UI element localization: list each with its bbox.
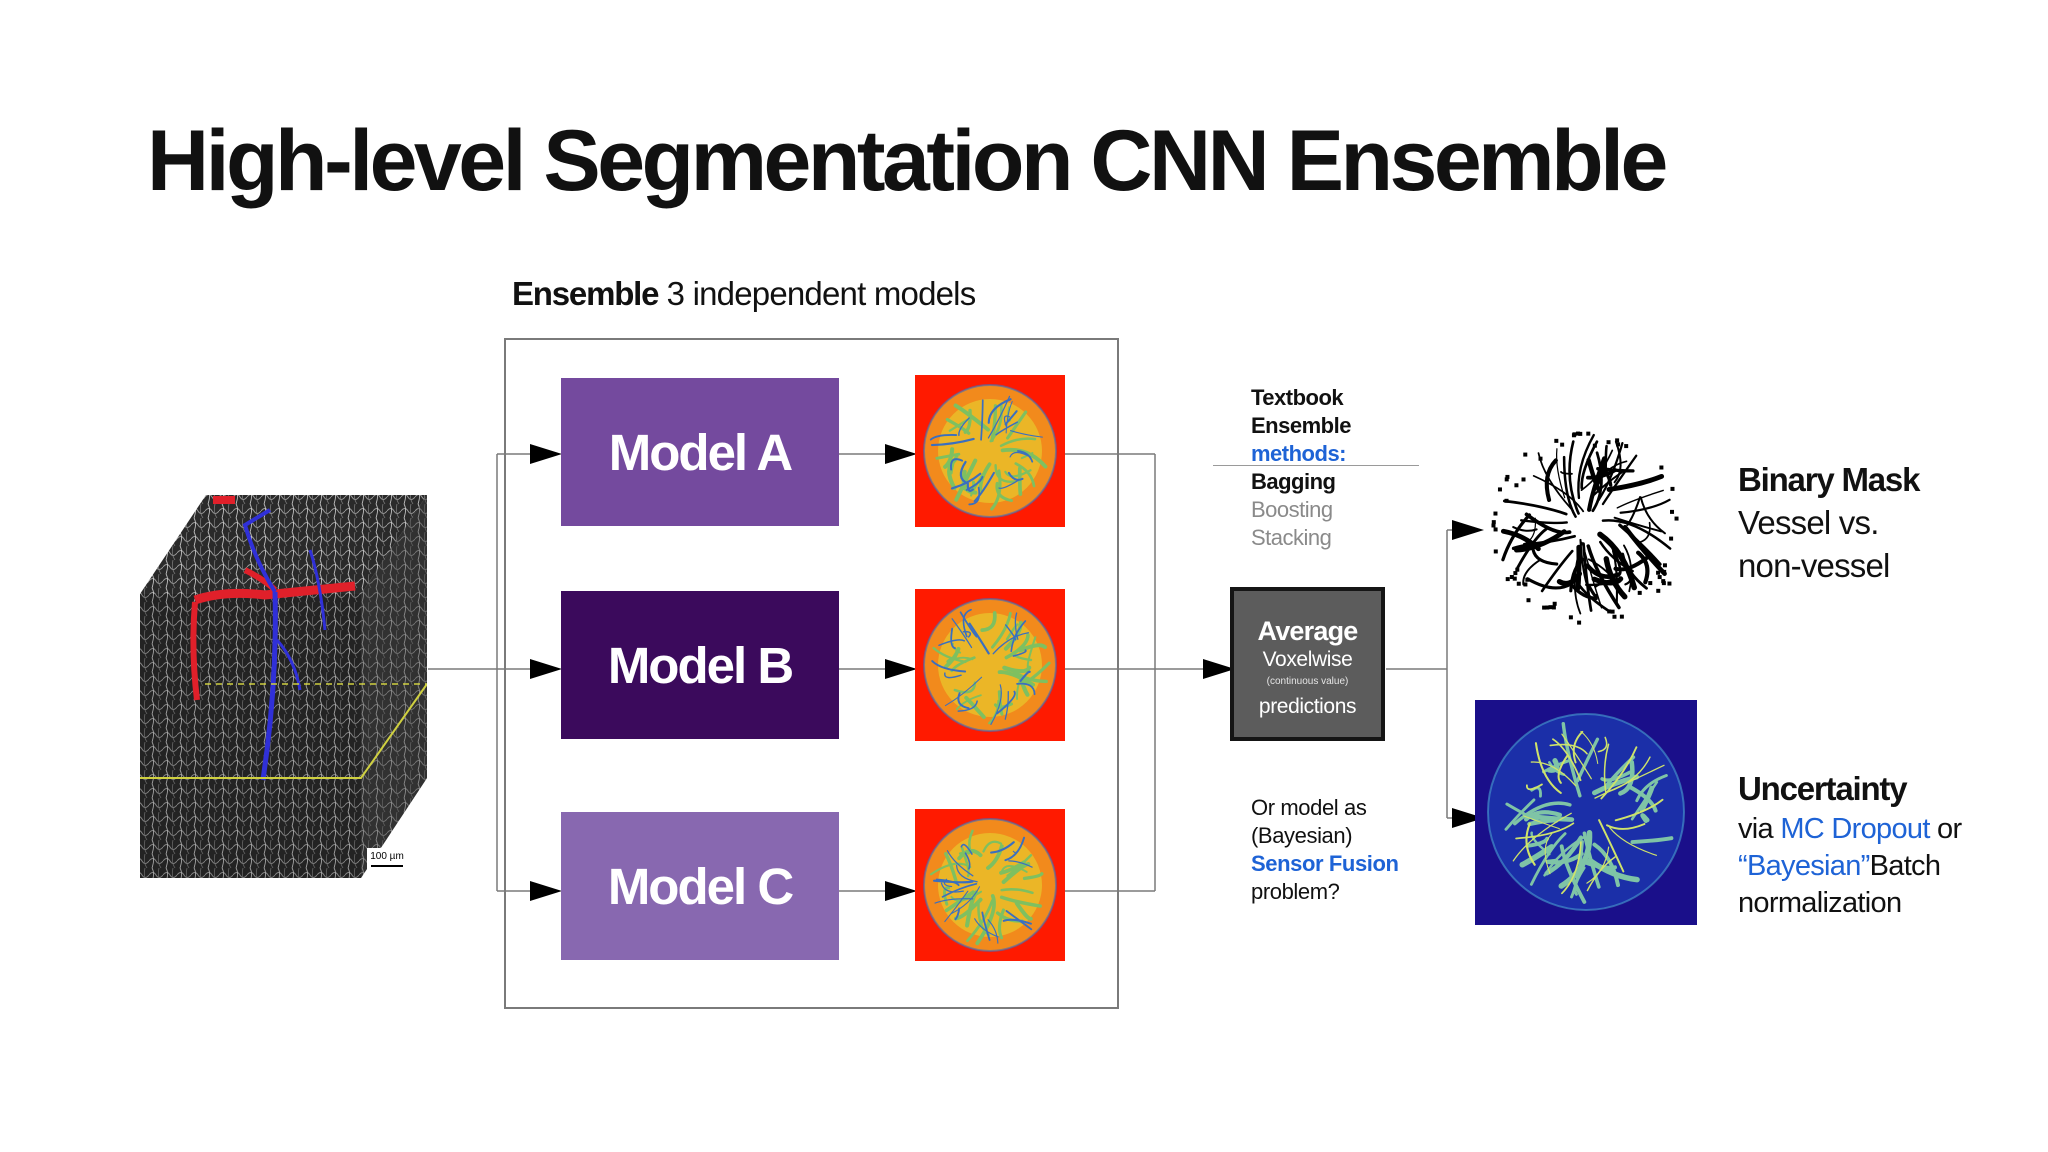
method-bagging: Bagging <box>1251 469 1336 494</box>
uncertainty-image <box>1475 700 1697 925</box>
ensemble-heading-rest: 3 independent models <box>658 275 977 312</box>
ensemble-frame <box>504 338 1119 1009</box>
prediction-b-image <box>915 589 1065 741</box>
binary-mask-line-1: Vessel vs. <box>1738 504 1879 541</box>
uncertainty-via: via <box>1738 813 1781 845</box>
slide-title: High-level Segmentation CNN Ensemble <box>147 113 1668 209</box>
fusion-line-2: (Bayesian) <box>1251 823 1353 848</box>
uncertainty-line-1: via MC Dropout or <box>1738 811 1962 848</box>
fusion-note: Or model as (Bayesian) Sensor Fusion pro… <box>1251 794 1399 906</box>
ensemble-heading-bold: Ensemble <box>512 275 659 312</box>
fusion-line-4: problem? <box>1251 879 1340 904</box>
model-b-box: Model B <box>561 591 839 739</box>
ensemble-methods-note: Textbook Ensemble methods: Bagging Boost… <box>1251 384 1351 552</box>
average-title: Average <box>1257 616 1359 646</box>
methods-divider <box>1213 465 1419 466</box>
prediction-a-image <box>915 375 1065 527</box>
methods-line-1: Textbook <box>1251 385 1344 410</box>
methods-line-2: Ensemble <box>1251 413 1351 438</box>
average-box: Average Voxelwise (continuous value) pre… <box>1230 587 1385 741</box>
method-stacking: Stacking <box>1251 525 1332 550</box>
model-a-box: Model A <box>561 378 839 526</box>
average-note: (continuous value) <box>1266 676 1349 687</box>
batch-text: Batch <box>1869 850 1941 882</box>
bayesian-text: “Bayesian” <box>1738 850 1870 882</box>
average-predictions: predictions <box>1258 695 1357 718</box>
uncertainty-line-2: “Bayesian”Batch <box>1738 848 1961 885</box>
uncertainty-line-3: normalization <box>1738 887 1902 919</box>
method-boosting: Boosting <box>1251 497 1333 522</box>
average-subtitle: Voxelwise <box>1262 648 1353 671</box>
ensemble-heading: Ensemble 3 independent models <box>512 275 977 313</box>
model-a-label: Model A <box>608 423 793 481</box>
binary-mask-line-2: non-vessel <box>1738 547 1890 584</box>
methods-line-3: methods: <box>1251 441 1346 466</box>
model-c-label: Model C <box>607 857 794 915</box>
binary-mask-label: Binary Mask Vessel vs. non-vessel <box>1738 458 1920 587</box>
model-c-box: Model C <box>561 812 839 960</box>
binary-mask-title: Binary Mask <box>1738 461 1920 498</box>
scale-label: 100 µm <box>370 851 404 862</box>
prediction-c-image <box>915 809 1065 961</box>
uncertainty-label: Uncertainty via MC Dropout or “Bayesian”… <box>1738 767 1962 922</box>
fusion-line-1: Or model as <box>1251 795 1367 820</box>
input-volume-image: 100 µm <box>140 495 427 878</box>
model-b-label: Model B <box>607 636 794 694</box>
uncertainty-title: Uncertainty <box>1738 770 1908 807</box>
binary-mask-image <box>1491 431 1679 625</box>
mc-dropout-text: MC Dropout <box>1780 813 1930 845</box>
fusion-line-3: Sensor Fusion <box>1251 851 1399 876</box>
uncertainty-or: or <box>1929 813 1962 845</box>
